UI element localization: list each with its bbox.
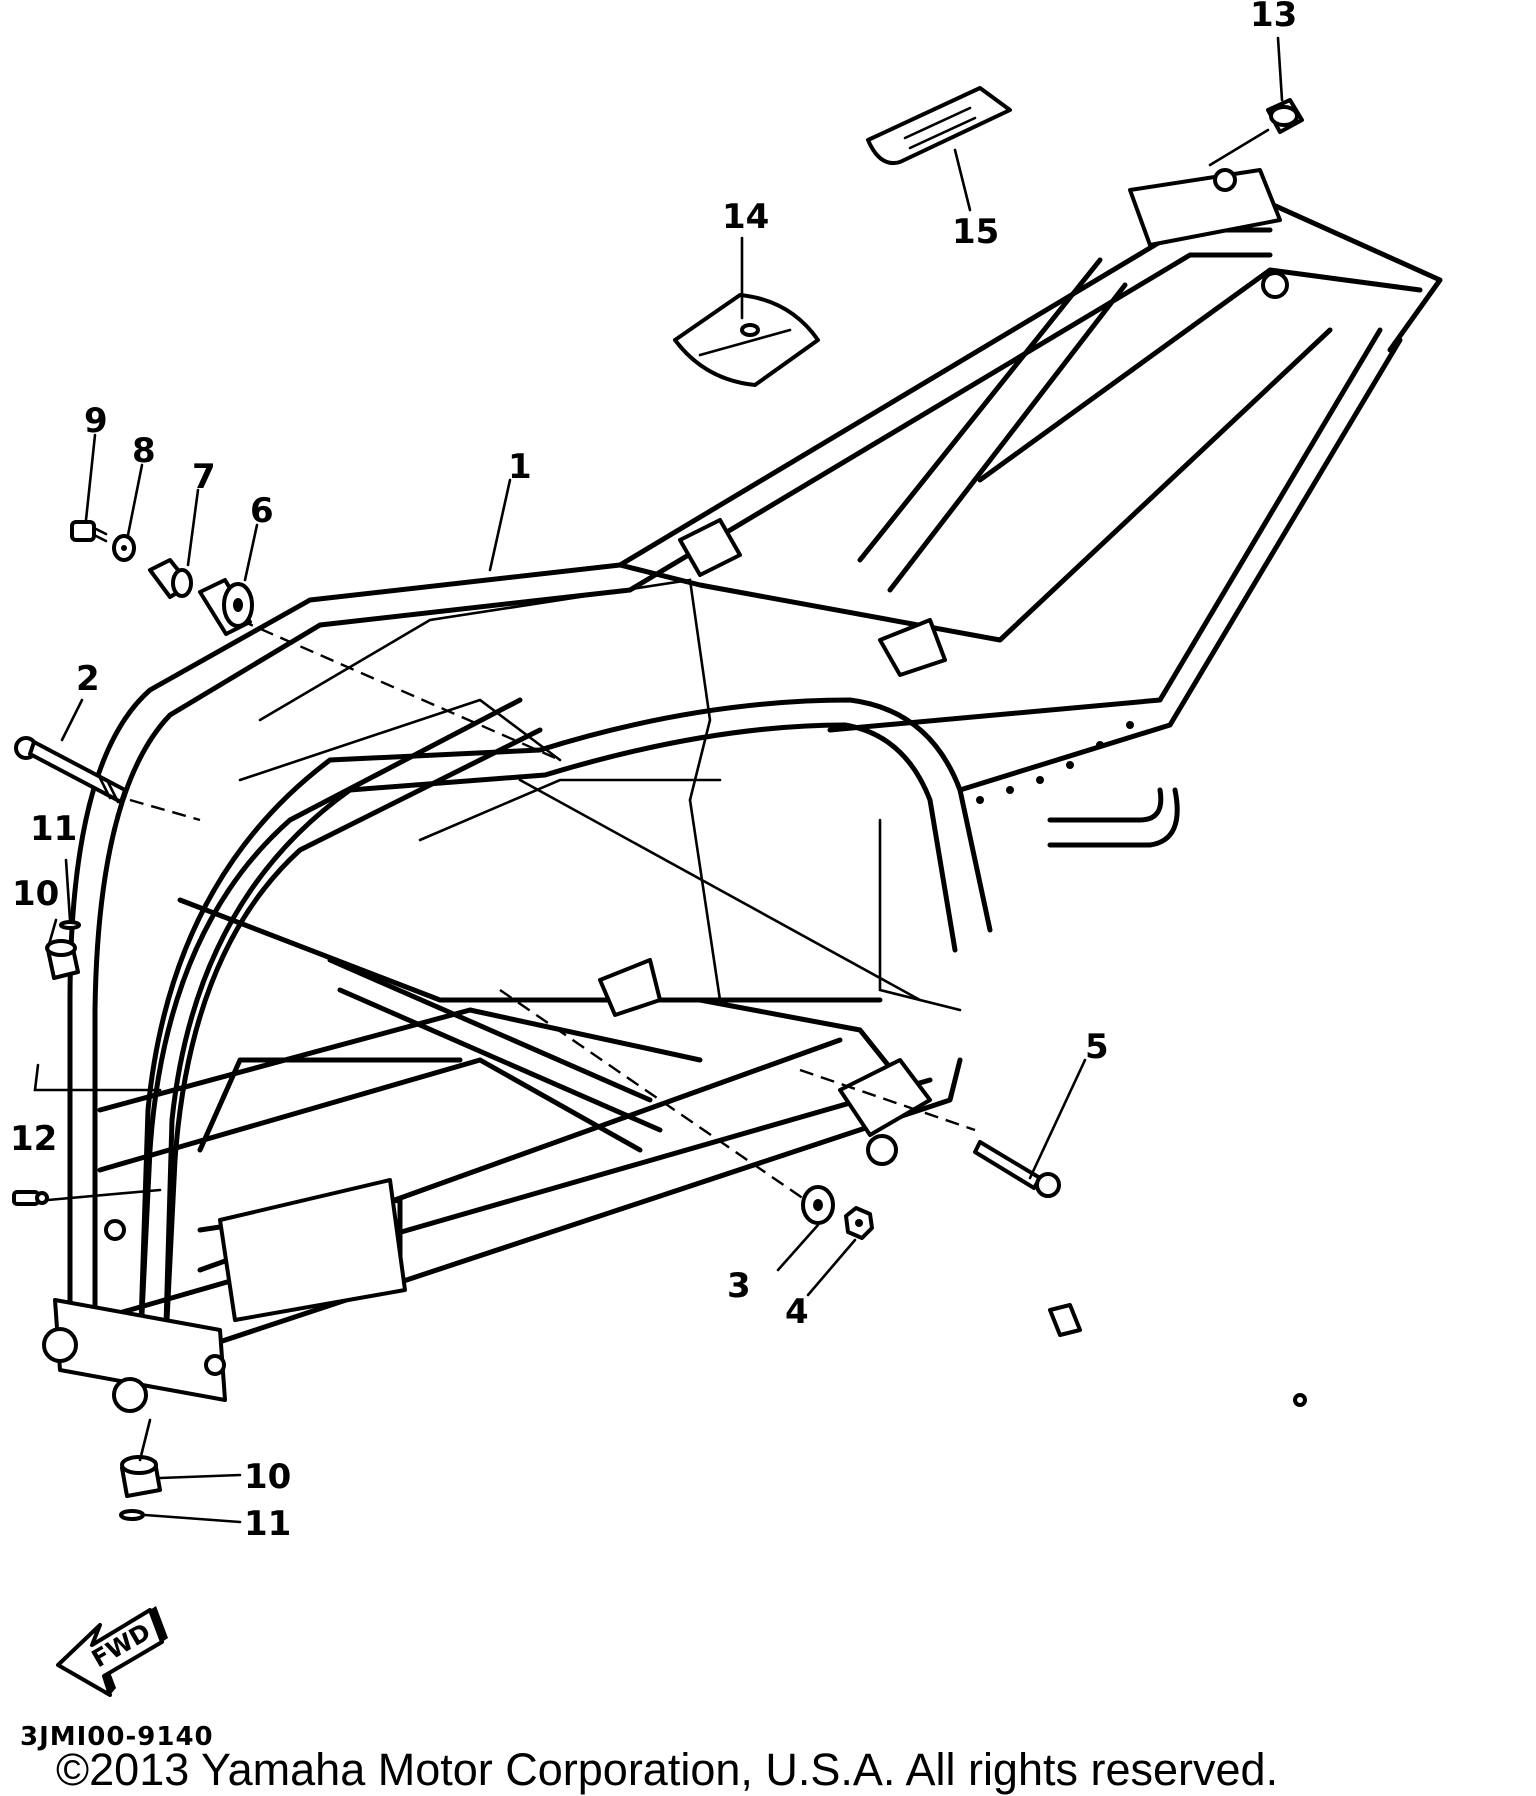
part-6-bushing (198, 578, 254, 636)
copyright-notice: ©2013 Yamaha Motor Corporation, U.S.A. A… (56, 1744, 1279, 1795)
part-5-bolt (973, 1140, 1061, 1198)
part-7-collar (148, 558, 193, 599)
callout-8: 8 (132, 431, 156, 471)
part-13-cap (1266, 98, 1304, 134)
leader-lines (33, 36, 1284, 1524)
callout-14: 14 (722, 197, 769, 237)
callout-10-lower: 10 (244, 1457, 291, 1497)
callout-11-upper: 11 (30, 809, 77, 849)
part-3-washer (801, 1185, 835, 1225)
main-frame (42, 168, 1443, 1413)
callout-6: 6 (250, 491, 274, 531)
callout-4: 4 (785, 1292, 809, 1332)
callout-11-lower: 11 (244, 1504, 291, 1544)
part-11-clip-upper (59, 920, 81, 930)
part-15-strap (866, 86, 1012, 165)
callout-7: 7 (192, 457, 216, 497)
callout-15: 15 (952, 212, 999, 252)
part-2-bolt (14, 736, 127, 804)
part-4-nut (844, 1206, 874, 1240)
part-11-clip-lower (119, 1509, 145, 1521)
part-10-cap-lower (120, 1455, 162, 1498)
callout-9: 9 (84, 401, 108, 441)
part-14-pad (673, 293, 820, 387)
assembly-axis-lines (129, 618, 976, 1211)
part-12-fitting (12, 1190, 49, 1206)
part-9-bolt (70, 520, 108, 543)
callout-12: 12 (10, 1119, 57, 1159)
callout-labels: 1 2 3 4 5 6 7 8 9 10 11 12 10 11 13 14 1… (10, 0, 1297, 1544)
diagram-code: 3JMI00-9140 (20, 1722, 214, 1752)
part-8-washer (112, 534, 136, 562)
part-10-cap-upper (45, 939, 80, 980)
callout-10-upper: 10 (12, 874, 59, 914)
callout-5: 5 (1085, 1027, 1109, 1067)
callout-3: 3 (727, 1266, 751, 1306)
callout-13: 13 (1250, 0, 1297, 35)
callout-2: 2 (76, 659, 100, 699)
callout-1: 1 (508, 447, 532, 487)
fwd-arrow-icon: FWD (56, 1606, 168, 1697)
